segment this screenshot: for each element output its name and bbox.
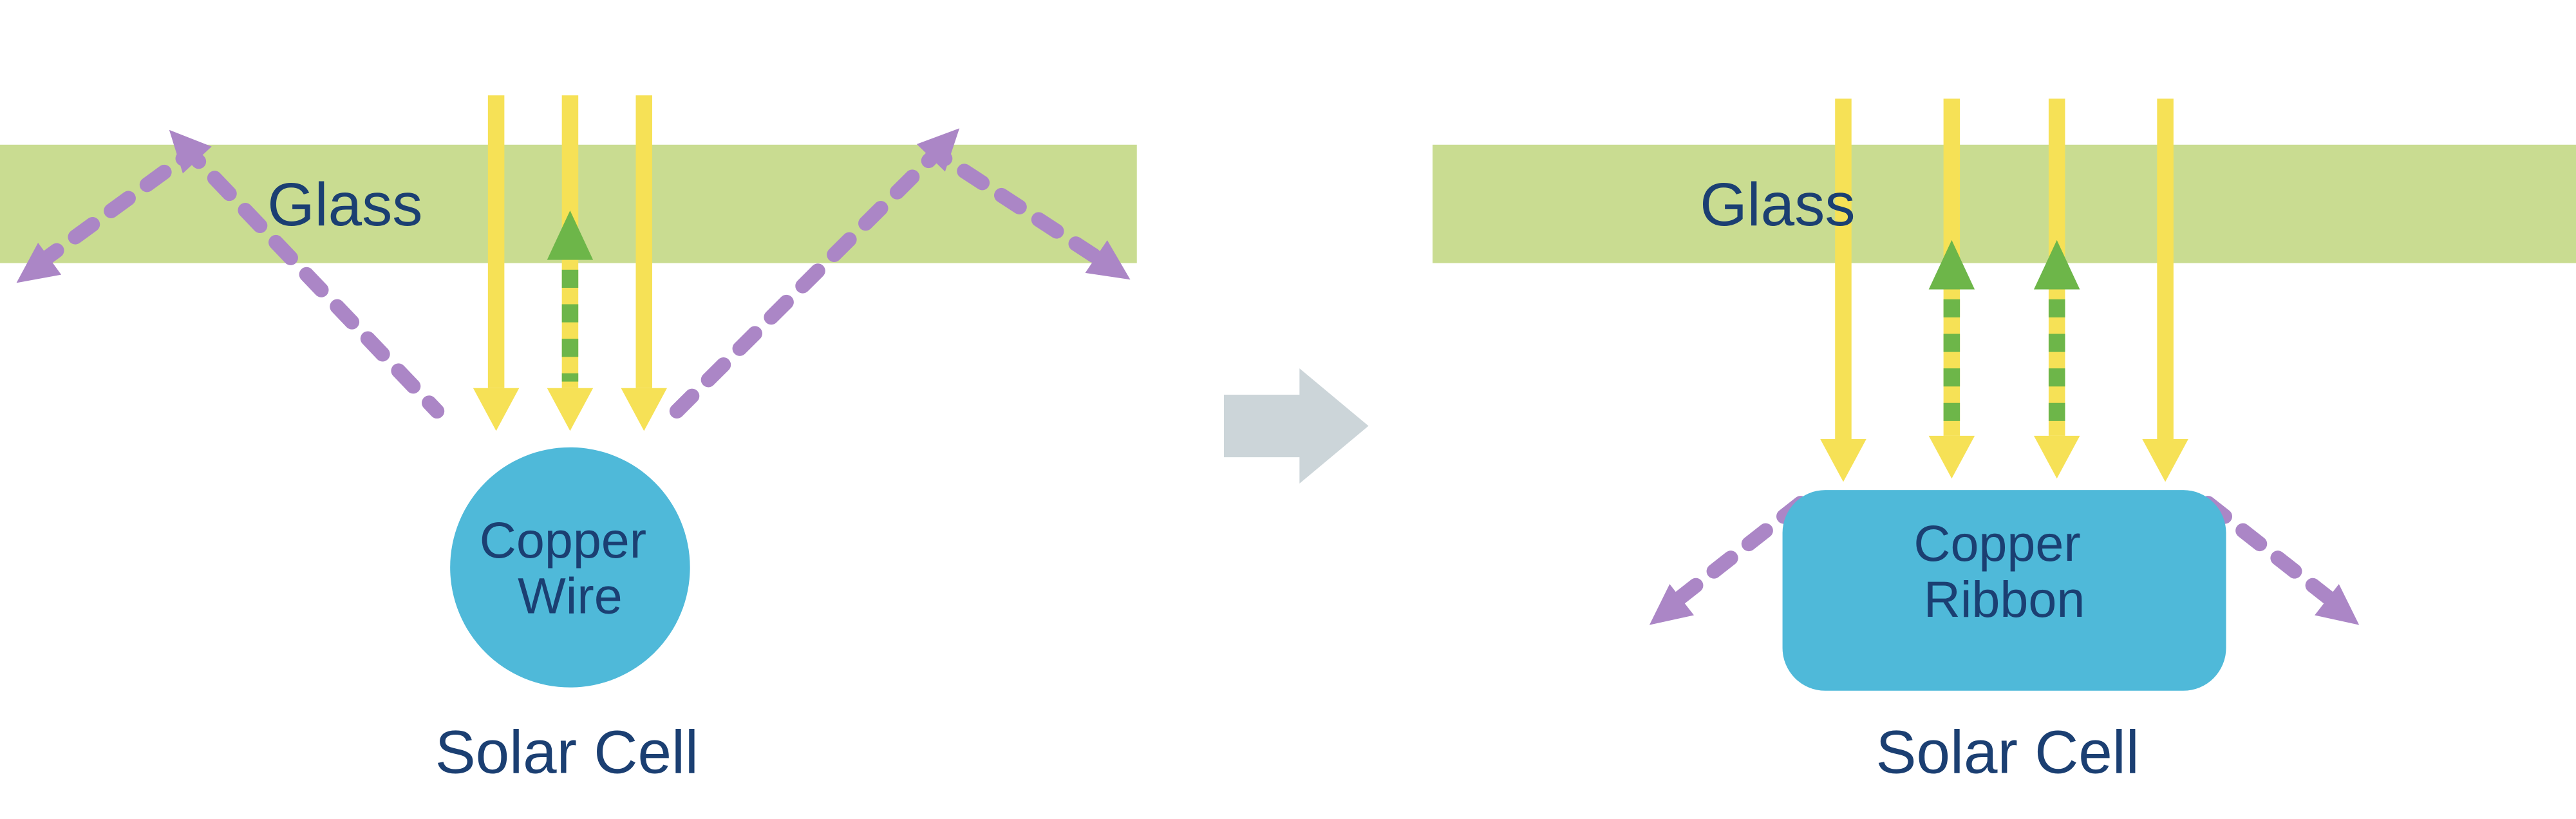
copper-wire-label: Copper Wire [480,511,661,625]
glass-label: Glass [1700,171,1855,239]
sunlight-arrow-icon [1820,99,1866,482]
scattered-light-left-icon [1649,496,1809,625]
scattered-light-left-icon [16,129,445,419]
copper-ribbon-shape [1782,490,2226,691]
solar-cell-caption: Solar Cell [435,718,699,786]
copper-wire-shape [450,447,690,688]
reflected-light-arrow-icon [2033,240,2080,428]
scattered-light-right-icon [669,128,1131,419]
reflected-light-arrow-icon [1928,240,1975,428]
left-panel: Copper Wire Glass Solar Cell [0,95,1137,786]
solar-cell-caption: Solar Cell [1876,718,2139,786]
glass-label: Glass [267,171,422,239]
sunlight-arrow-icon [473,95,520,431]
sunlight-arrow-icon [2142,99,2188,482]
sunlight-arrow-icon [621,95,667,431]
reflected-light-arrow-icon [547,210,594,382]
glass-layer [1433,144,2576,263]
scattered-light-right-icon [2200,496,2360,625]
transform-arrow-icon [1223,368,1369,484]
copper-ribbon-label: Copper Ribbon [1913,514,2094,628]
right-panel: Copper Ribbon Glass Solar Cell [1433,99,2576,786]
